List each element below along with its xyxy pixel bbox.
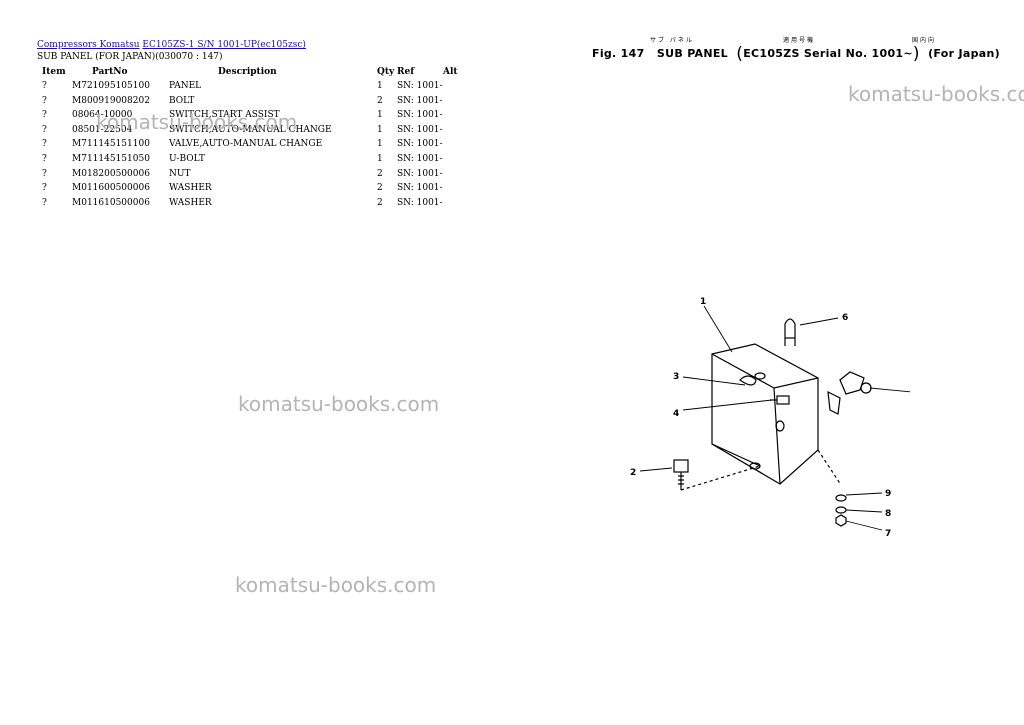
breadcrumb-link-model[interactable]: EC105ZS-1 S/N 1001-UP(ec105zsc) (142, 40, 306, 50)
table-row: ? 08064-10000 SWITCH,START ASSIST 1 SN: 1001… (37, 110, 463, 125)
watermark: komatsu-books.com (848, 82, 1024, 106)
table-header-row: Item PartNo Description Qty Ref Alt (37, 66, 463, 81)
callout-9: 9 (885, 489, 891, 499)
cell-description: WASHER (169, 183, 212, 194)
cell-item: ? (42, 153, 47, 164)
table-row: ? M721095105100 PANEL 1 SN: 1001- (37, 81, 463, 96)
cell-qty: 1 (377, 81, 383, 91)
cell-qty: 1 (377, 110, 383, 121)
figure-jp-region: 国内向 (912, 37, 937, 44)
cell-description: SWITCH,START ASSIST (169, 110, 280, 121)
cell-item: ? (42, 168, 47, 179)
cell-qty: 2 (377, 168, 383, 179)
cell-alt (443, 110, 463, 125)
cell-alt (443, 81, 463, 96)
header-item: Item (42, 66, 66, 77)
cell-alt (443, 154, 463, 169)
callout-1: 1 (700, 297, 706, 307)
cell-partno: M011610500006 (72, 197, 150, 208)
breadcrumb: Compressors Komatsu EC105ZS-1 S/N 1001-U… (37, 40, 306, 51)
header-qty: Qty (377, 66, 395, 77)
cell-ref: SN: 1001- (397, 124, 443, 135)
figure-region: (For Japan) (928, 47, 1000, 60)
page-subtitle: SUB PANEL (FOR JAPAN)(030070 : 147) (37, 52, 223, 62)
cell-description: BOLT (169, 95, 195, 106)
cell-qty: 2 (377, 183, 383, 194)
table-row: ? M011600500006 WASHER 2 SN: 1001- (37, 183, 463, 198)
figure-serial: EC105ZS Serial No. 1001~ (743, 47, 913, 60)
header-description: Description (218, 66, 277, 77)
header-partno: PartNo (92, 66, 128, 77)
cell-item: ? (42, 139, 47, 150)
cell-partno: M018200500006 (72, 168, 150, 179)
watermark: komatsu-books.com (235, 573, 437, 597)
figure-jp-serial: 適用号機 (783, 37, 816, 44)
figure-name: SUB PANEL (656, 47, 728, 60)
cell-item: ? (42, 95, 47, 106)
table-row: ? M800919008202 BOLT 2 SN: 1001- (37, 96, 463, 111)
cell-ref: SN: 1001- (397, 197, 443, 208)
figure-number: Fig. 147 (592, 47, 645, 60)
cell-ref: SN: 1001- (397, 139, 443, 150)
cell-item: ? (42, 81, 47, 91)
callout-7: 7 (885, 529, 891, 539)
cell-qty: 2 (377, 95, 383, 106)
header-ref: Ref (397, 66, 415, 77)
figure-title: Fig. 147 SUB PANEL (EC105ZS Serial No. 1… (592, 44, 1000, 64)
cell-qty: 1 (377, 139, 383, 150)
cell-partno: 08501-22504 (72, 124, 133, 135)
cell-ref: SN: 1001- (397, 153, 443, 164)
callout-6: 6 (842, 313, 848, 323)
panel-box (673, 318, 872, 527)
cell-alt (443, 139, 463, 154)
cell-qty: 1 (377, 153, 383, 164)
figure-jp-name: サブ パネル (650, 37, 694, 44)
cell-ref: SN: 1001- (397, 95, 443, 106)
cell-ref: SN: 1001- (397, 168, 443, 179)
cell-partno: 08064-10000 (72, 110, 133, 121)
cell-ref: SN: 1001- (397, 183, 443, 194)
cell-qty: 1 (377, 124, 383, 135)
table-row: ? M011610500006 WASHER 2 SN: 1001- (37, 198, 463, 213)
sub-panel-diagram: 1 2 3 4 5 6 7 8 9 (630, 297, 910, 539)
callout-3: 3 (673, 372, 679, 382)
callout-8: 8 (885, 509, 891, 519)
cell-partno: M011600500006 (72, 183, 150, 194)
cell-alt (443, 183, 463, 198)
callout-2: 2 (630, 468, 636, 478)
cell-partno: M711145151100 (72, 139, 150, 150)
cell-alt (443, 125, 463, 140)
parts-table: Item PartNo Description Qty Ref Alt ? M72… (37, 66, 463, 212)
cell-item: ? (42, 124, 47, 135)
watermark: komatsu-books.com (238, 392, 440, 416)
callout-4: 4 (673, 409, 679, 419)
callout-labels: 1 2 3 4 5 6 7 8 9 (630, 297, 891, 539)
cell-description: U-BOLT (169, 153, 205, 164)
cell-item: ? (42, 110, 47, 121)
callout-leaders (639, 305, 910, 531)
cell-description: WASHER (169, 197, 212, 208)
table-row: ? M711145151100 VALVE,AUTO-MANUAL CHANGE 1 S… (37, 139, 463, 154)
table-row: ? 08501-22504 SWITCH,AUTO-MANUAL CHANGE 1 SN… (37, 125, 463, 140)
breadcrumb-link-compressors[interactable]: Compressors Komatsu (37, 40, 140, 50)
cell-ref: SN: 1001- (397, 81, 443, 91)
header-alt: Alt (443, 66, 458, 77)
cell-description: PANEL (169, 81, 202, 91)
watermark: komatsu-books.com (96, 110, 298, 134)
cell-partno: M721095105100 (72, 81, 150, 91)
cell-description: NUT (169, 168, 191, 179)
table-row: ? M018200500006 NUT 2 SN: 1001- (37, 169, 463, 184)
cell-partno: M711145151050 (72, 153, 150, 164)
cell-ref: SN: 1001- (397, 110, 443, 121)
cell-description: VALVE,AUTO-MANUAL CHANGE (169, 139, 323, 150)
cell-alt (443, 169, 463, 184)
cell-item: ? (42, 183, 47, 194)
cell-description: SWITCH,AUTO-MANUAL CHANGE (169, 124, 332, 135)
cell-alt (443, 198, 463, 213)
table-row: ? M711145151050 U-BOLT 1 SN: 1001- (37, 154, 463, 169)
cell-alt (443, 96, 463, 111)
cell-qty: 2 (377, 197, 383, 208)
cell-partno: M800919008202 (72, 95, 150, 106)
cell-item: ? (42, 197, 47, 208)
